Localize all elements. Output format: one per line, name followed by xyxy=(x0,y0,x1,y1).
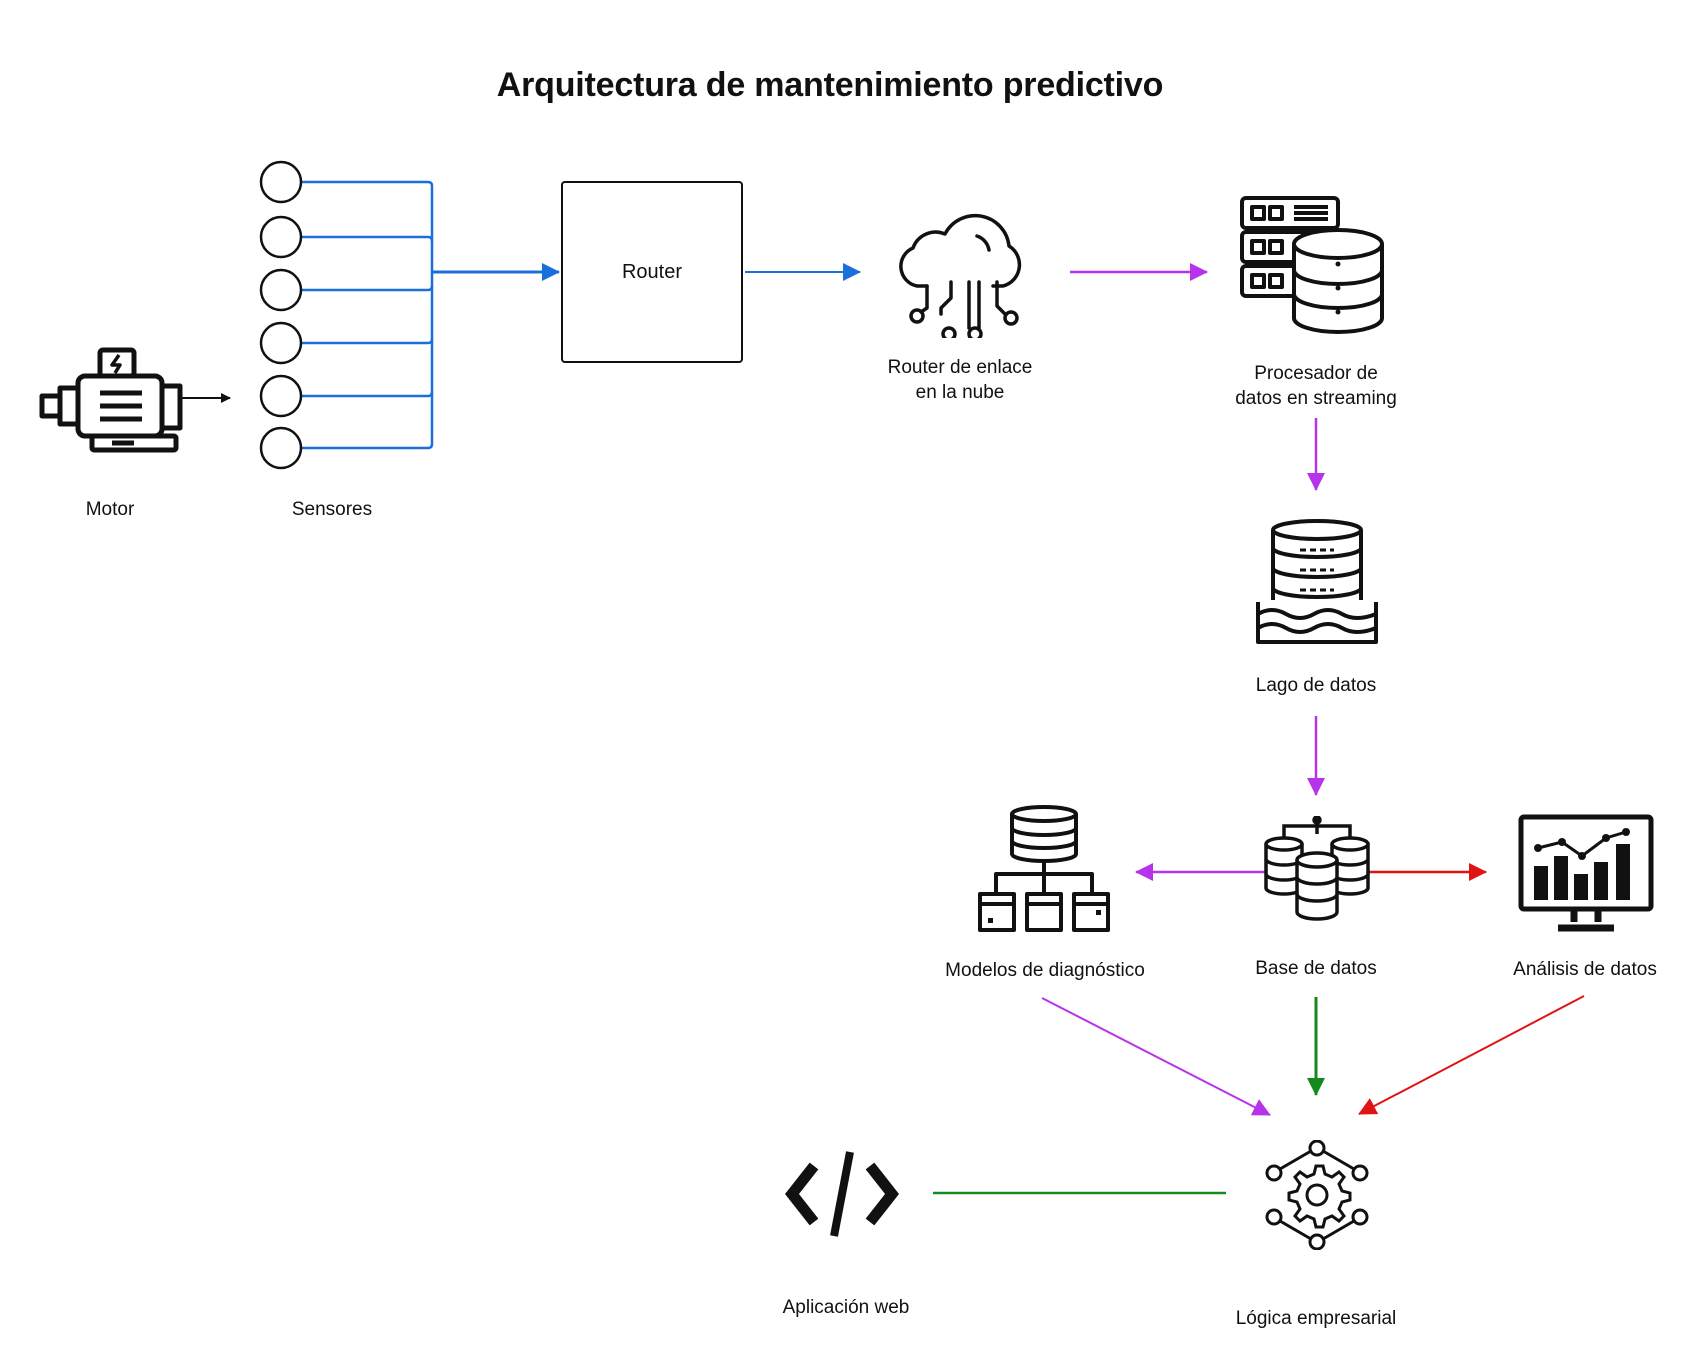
gear-network-icon xyxy=(1265,1140,1369,1250)
diagram-title: Arquitectura de mantenimiento predictivo xyxy=(496,66,1164,104)
analytics-monitor-icon xyxy=(1518,814,1654,932)
data-lake-icon xyxy=(1256,519,1378,644)
sensor-bus xyxy=(302,180,434,450)
database-hierarchy-icon xyxy=(978,805,1110,932)
data-lake-label: Lago de datos xyxy=(1255,675,1377,696)
router-node[interactable]: Router xyxy=(561,181,743,363)
sensor-icon xyxy=(259,321,303,365)
database-cluster-icon xyxy=(1264,816,1370,921)
cloud-router-label: Router de enlace en la nube xyxy=(887,357,1033,403)
stream-processor-label: Procesador de datos en streaming xyxy=(1235,363,1397,409)
analysis-to-logic-arrow xyxy=(1358,995,1585,1115)
business-logic-label: Lógica empresarial xyxy=(1235,1308,1397,1329)
electric-motor-icon xyxy=(39,347,183,453)
sensor-icon xyxy=(259,374,303,418)
web-app-label: Aplicación web xyxy=(782,1297,910,1318)
router-label: Router xyxy=(621,260,683,283)
data-analysis-label: Análisis de datos xyxy=(1513,959,1657,980)
server-database-icon xyxy=(1240,196,1384,334)
code-brackets-icon xyxy=(785,1151,899,1237)
sensor-icon xyxy=(259,426,303,470)
sensor-icon xyxy=(259,268,303,312)
sensors-label: Sensores xyxy=(291,499,373,520)
sensor-circles xyxy=(259,160,303,470)
motor-label: Motor xyxy=(85,499,135,520)
sensor-icon xyxy=(259,215,303,259)
database-label: Base de datos xyxy=(1255,958,1377,979)
sensor-icon xyxy=(259,160,303,204)
cloud-network-icon xyxy=(899,213,1022,338)
models-to-logic-arrow xyxy=(1041,997,1271,1116)
diagnostic-models-label: Modelos de diagnóstico xyxy=(945,960,1145,981)
